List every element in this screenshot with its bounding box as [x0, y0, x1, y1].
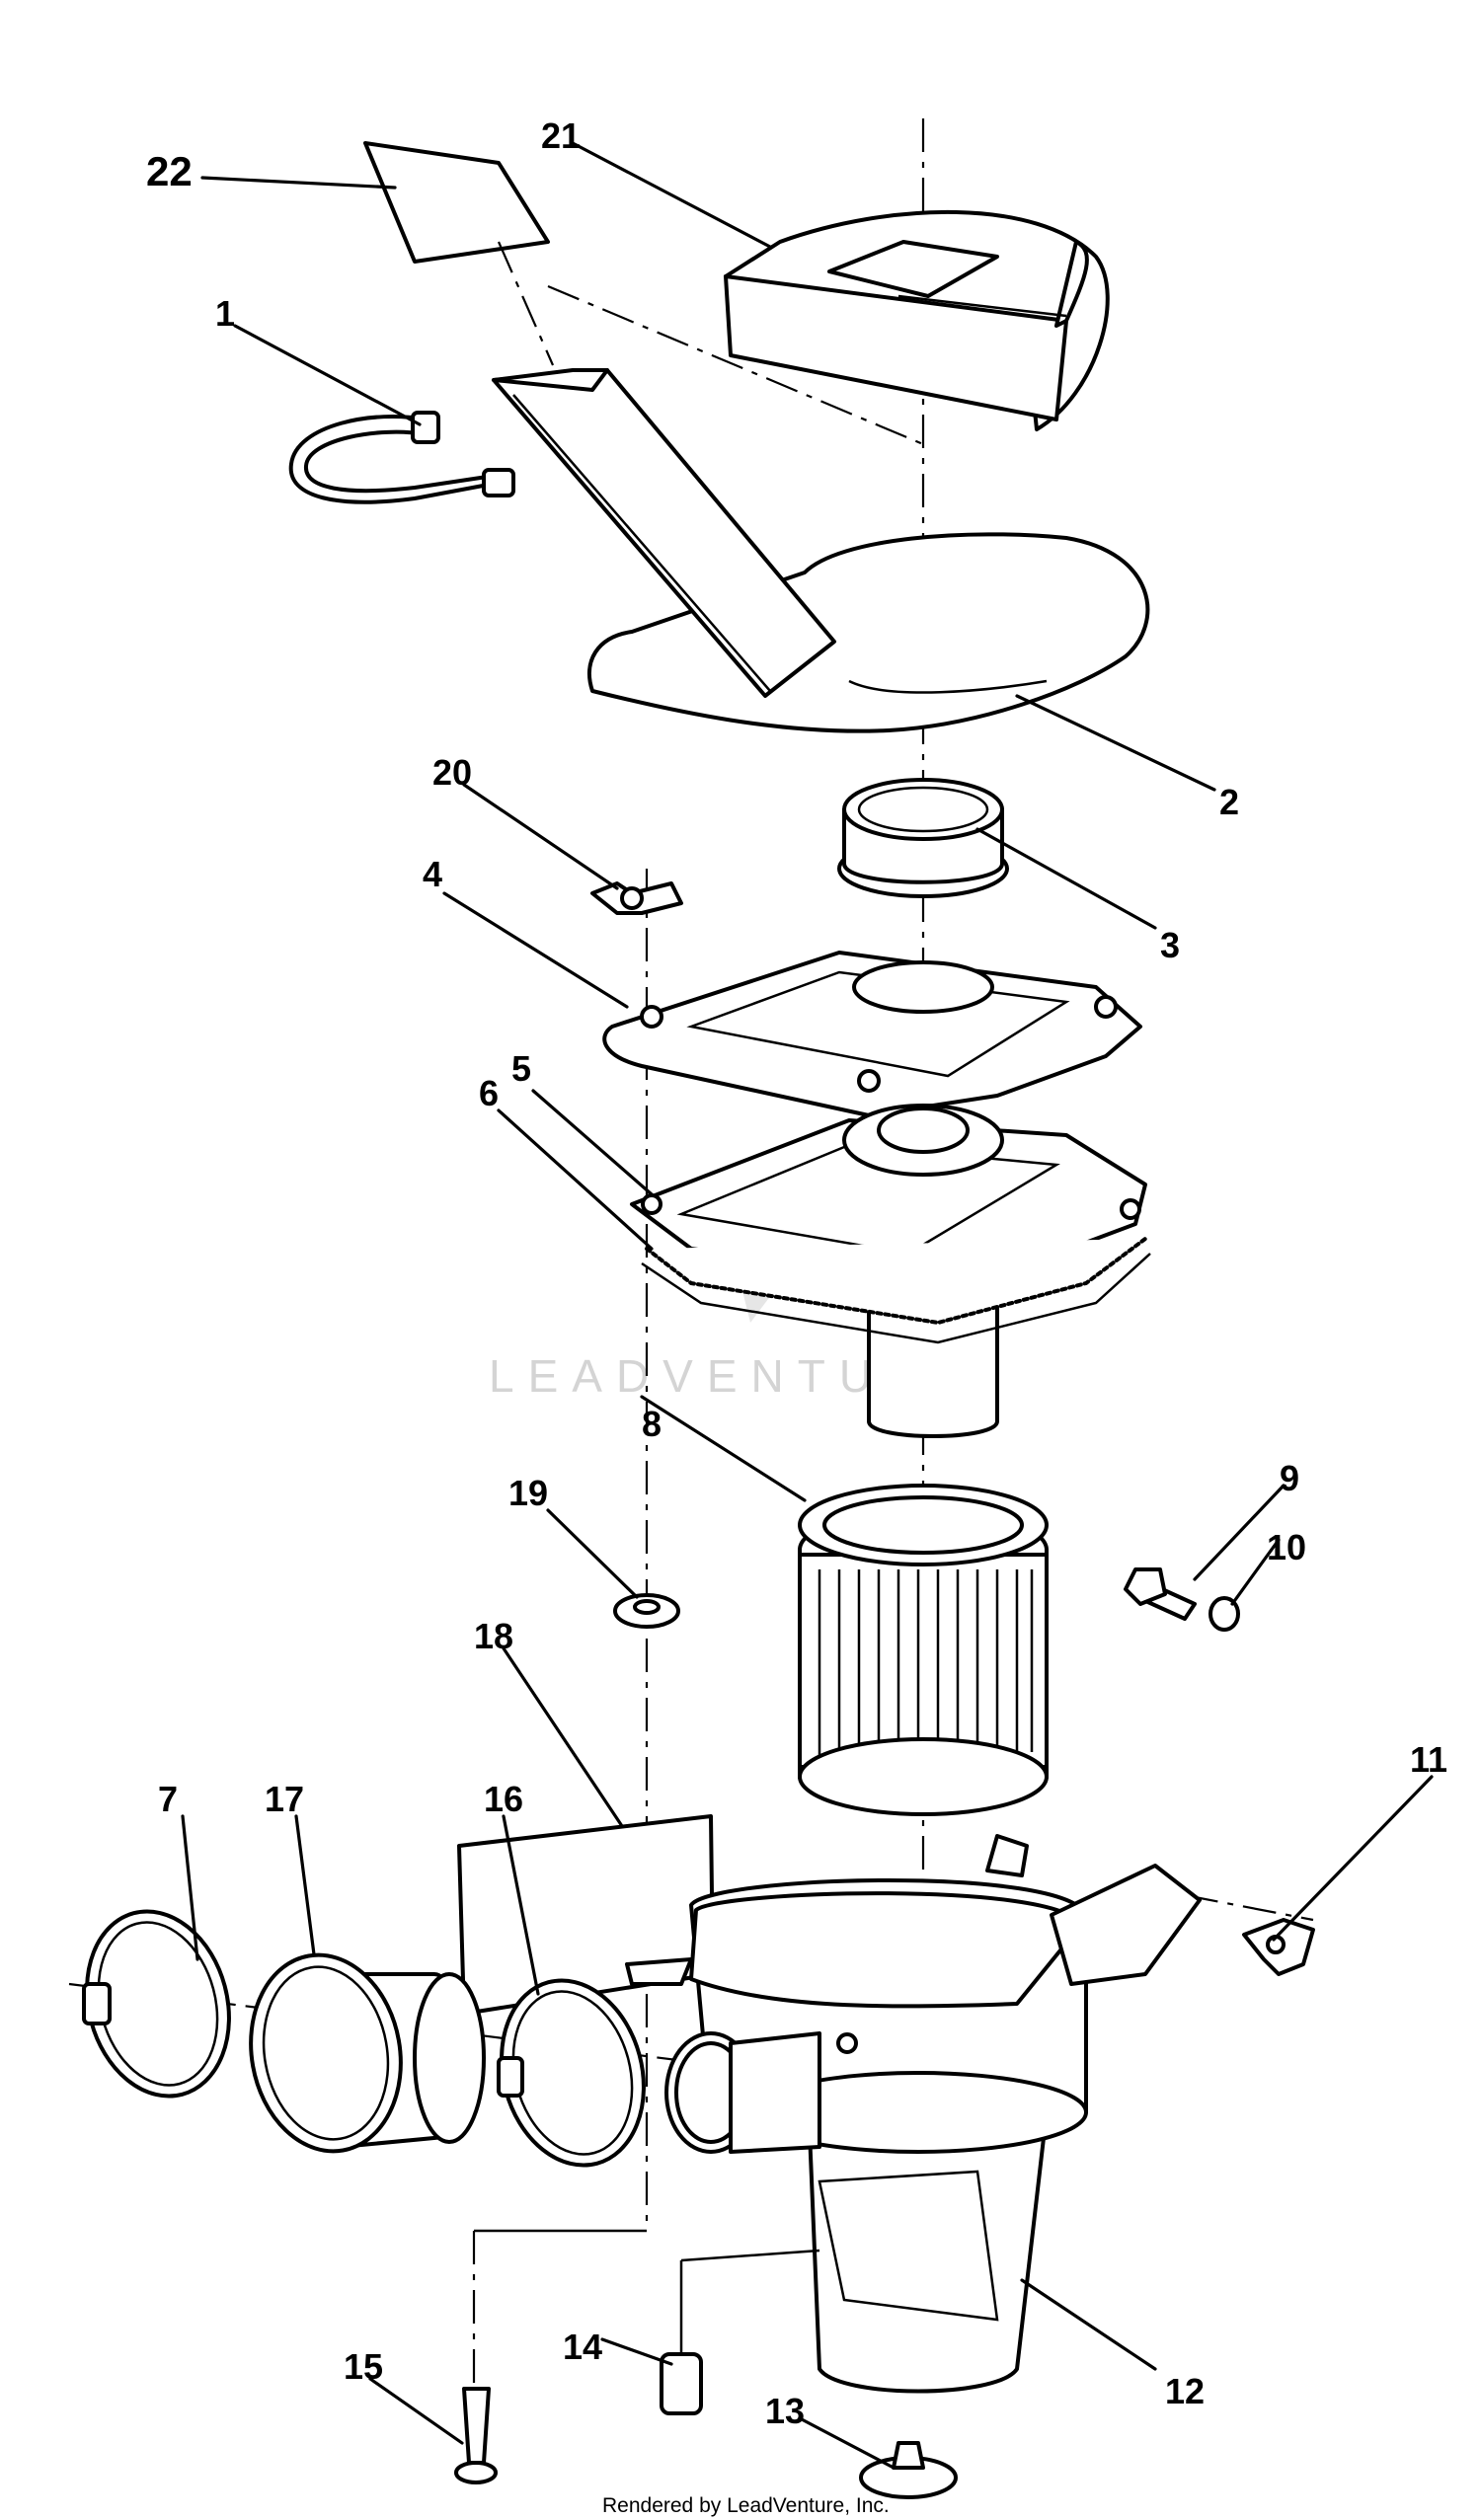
- screw-part: [1124, 1567, 1197, 1621]
- intake-duct-part: [492, 368, 1150, 733]
- foam-pad-part: [724, 209, 1110, 431]
- callout-4: 4: [423, 854, 442, 894]
- callout-19: 19: [508, 1473, 548, 1513]
- grommet-part: [837, 778, 1009, 898]
- clamp-band-part: [288, 411, 515, 504]
- callout-10: 10: [1267, 1527, 1306, 1567]
- bolt-part: [454, 2387, 498, 2484]
- callout-15: 15: [344, 2346, 383, 2387]
- foot-part: [859, 2441, 958, 2499]
- callout-22: 22: [146, 148, 193, 194]
- gasket-part: [641, 1237, 1151, 1344]
- callout-6: 6: [479, 1073, 499, 1113]
- callout-3: 3: [1160, 925, 1180, 965]
- filter-pleats: [818, 1569, 1034, 1767]
- callout-17: 17: [265, 1779, 304, 1819]
- callout-20: 20: [432, 752, 472, 793]
- housing-part: [625, 1834, 1202, 2394]
- callout-18: 18: [474, 1616, 513, 1656]
- callout-12: 12: [1165, 2371, 1205, 2411]
- hose-part: [249, 1952, 486, 2154]
- callout-labels: 22 21 1 2 20 3 4 5 6 8 9 10 19 18 11 7 1…: [146, 115, 1447, 2431]
- hose-clamp-left-part: [82, 1909, 231, 2099]
- hose-clamp-right-part: [497, 1978, 646, 2168]
- clip-part: [1242, 1918, 1315, 1976]
- valve-part: [660, 2249, 820, 2415]
- decal-sheet-part: [363, 141, 924, 446]
- callout-13: 13: [765, 2391, 805, 2431]
- footer-credit: Rendered by LeadVenture, Inc.: [602, 2494, 890, 2517]
- leader-lines: [181, 141, 1434, 2470]
- filter-element-part: [798, 1484, 1049, 1816]
- wing-nut-part: [590, 881, 683, 915]
- callout-2: 2: [1219, 782, 1239, 822]
- cover-part: [602, 951, 1142, 1117]
- washer-part: [613, 1593, 680, 1629]
- callout-5: 5: [511, 1048, 531, 1089]
- callout-9: 9: [1280, 1458, 1299, 1498]
- callout-21: 21: [541, 115, 581, 156]
- callout-8: 8: [642, 1404, 662, 1444]
- callout-16: 16: [484, 1779, 523, 1819]
- washer-small-part: [1208, 1596, 1240, 1632]
- callout-11: 11: [1410, 1739, 1447, 1780]
- callout-1: 1: [215, 293, 235, 334]
- callout-7: 7: [158, 1779, 178, 1819]
- callout-14: 14: [563, 2327, 602, 2367]
